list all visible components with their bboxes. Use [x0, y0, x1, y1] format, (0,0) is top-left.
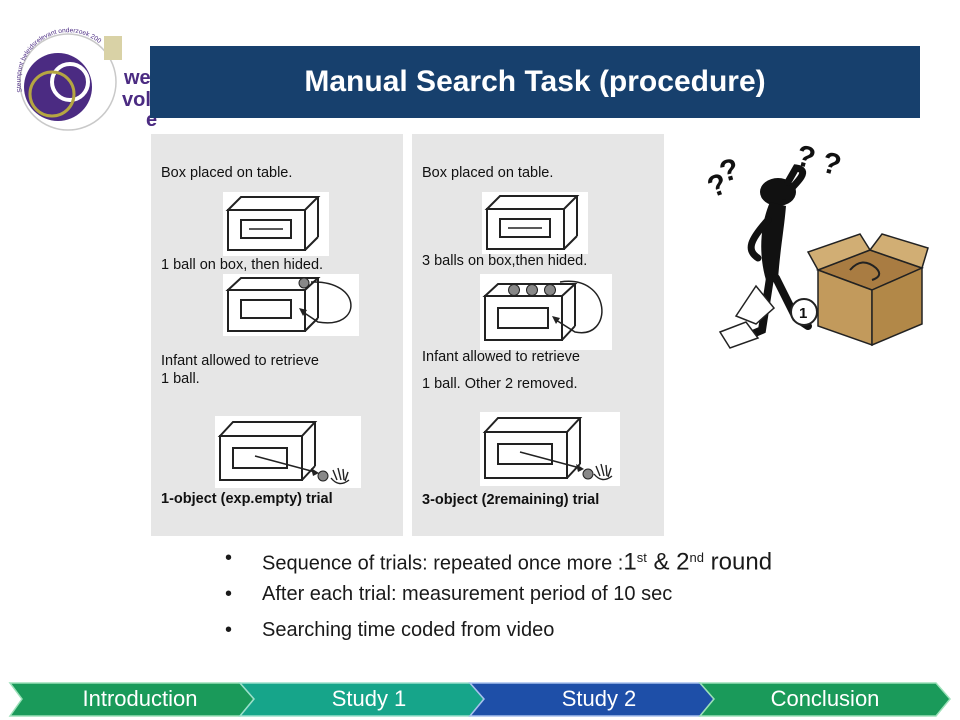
- ball-number: 1: [799, 305, 807, 322]
- nav-introduction[interactable]: Introduction: [82, 686, 198, 711]
- right-step-3: Infant allowed to retrieve: [422, 349, 580, 365]
- box-three-balls-hide-diagram: [480, 274, 612, 350]
- bullet-dot: •: [225, 547, 233, 569]
- sup-st: st: [636, 550, 647, 565]
- section-navigation: Introduction Study 1 Study 2 Conclusion: [0, 682, 960, 718]
- right-step-1: Box placed on table.: [422, 165, 554, 181]
- bullet-text: Searching time coded from video: [262, 619, 555, 641]
- left-step-1: Box placed on table.: [161, 165, 293, 181]
- box-empty-diagram-2: [482, 192, 588, 254]
- procedure-panel-3-object: Box placed on table. 3 balls on box,then…: [412, 134, 664, 536]
- left-trial-label: 1-object (exp.empty) trial: [161, 491, 333, 507]
- bullet-text: Sequence of trials: repeated once more :: [262, 552, 624, 575]
- left-step-3: Infant allowed to retrieve 1 ball.: [161, 353, 319, 387]
- bullet-text: After each trial: measurement period of …: [262, 583, 673, 605]
- box-retrieve-diagram-2: [480, 412, 620, 486]
- box-retrieve-diagram: [215, 416, 361, 488]
- bullet-dot: •: [225, 619, 233, 641]
- right-step-2: 3 balls on box,then hided.: [422, 253, 588, 269]
- nav-study-2[interactable]: Study 2: [561, 686, 637, 711]
- bullet-round-1: 1: [623, 548, 637, 576]
- left-step-2: 1 ball on box, then hided.: [161, 257, 324, 273]
- bullet-item-sequence: • Sequence of trials: repeated once more…: [222, 540, 772, 576]
- title-bar: Manual Search Task (procedure): [150, 46, 920, 118]
- logo-word-1: we: [123, 67, 151, 89]
- page-title: Manual Search Task (procedure): [304, 65, 766, 98]
- bullet-dot: •: [225, 583, 233, 605]
- right-step-4: 1 ball. Other 2 removed.: [422, 376, 578, 392]
- procedure-panel-1-object: Box placed on table. 1 ball on box, then…: [151, 134, 403, 536]
- right-trial-label: 3-object (2remaining) trial: [422, 492, 600, 508]
- logo-word-3: e: [146, 109, 157, 131]
- bullet-round-word: round: [703, 548, 773, 576]
- bullet-round-2: & 2: [646, 548, 690, 576]
- box-empty-diagram: [223, 192, 329, 256]
- sup-nd: nd: [689, 550, 704, 565]
- bullet-item-coding: • Searching time coded from video: [222, 612, 772, 648]
- nav-study-1[interactable]: Study 1: [331, 686, 407, 711]
- nav-conclusion[interactable]: Conclusion: [770, 686, 880, 711]
- logo: we volks e Steunpunt beleidsrelevant ond…: [0, 17, 173, 132]
- box-one-ball-hide-diagram: [223, 274, 359, 336]
- bullet-item-measurement: • After each trial: measurement period o…: [222, 576, 772, 612]
- bullet-list: • Sequence of trials: repeated once more…: [222, 540, 772, 648]
- confused-figure-illustration: ? ? ? ? 1: [700, 139, 930, 355]
